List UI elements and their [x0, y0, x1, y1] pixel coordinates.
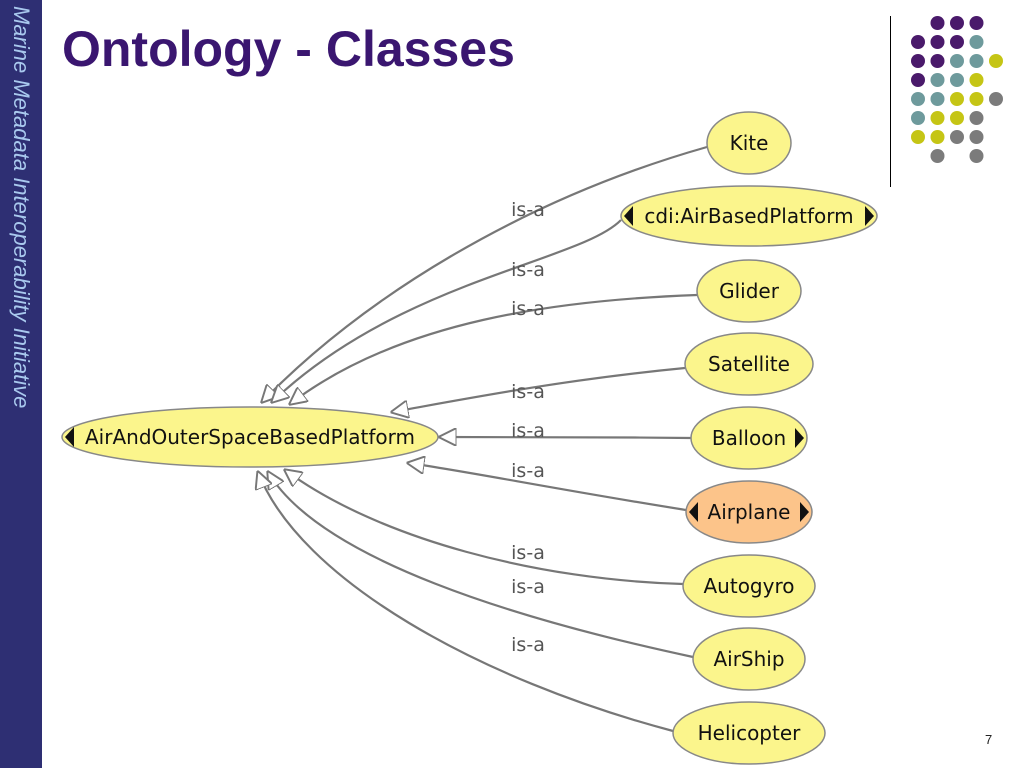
node-ellipse[interactable] [672, 701, 826, 765]
node-label: Autogyro [704, 574, 795, 598]
decorative-dot [911, 111, 925, 125]
node-ellipse[interactable] [682, 554, 816, 618]
decorative-dot [930, 149, 945, 163]
decorative-dot [930, 92, 945, 106]
is-a-edge [272, 219, 622, 402]
node-ellipse[interactable] [690, 406, 808, 470]
decorative-dot [930, 16, 945, 30]
edge-label: is-a [511, 460, 545, 482]
node-label: AirShip [713, 647, 784, 671]
decorative-dot [930, 54, 945, 68]
node-ellipse[interactable] [685, 480, 813, 544]
decorative-dot [930, 73, 945, 87]
node-label: Helicopter [698, 721, 802, 745]
edges: is-a is-a is-a is-a is-a is-a is-a is-a is-a [258, 145, 708, 733]
divider-line [890, 16, 891, 187]
decorative-dot [950, 111, 964, 125]
node-kite[interactable]: Kite [706, 111, 792, 175]
is-a-edge [290, 293, 698, 404]
expand-left-icon[interactable] [624, 206, 633, 226]
decorative-dot [911, 35, 925, 49]
node-label: Kite [730, 131, 769, 155]
node-satellite[interactable]: Satellite [684, 332, 814, 396]
is-a-edge [440, 437, 692, 438]
is-a-edge [258, 472, 674, 733]
node-balloon[interactable]: Balloon [690, 406, 808, 470]
decorative-dot [950, 35, 964, 49]
decorative-dot [911, 73, 925, 87]
decorative-dot [969, 35, 984, 49]
decorative-dot [969, 130, 984, 144]
expand-right-icon[interactable] [795, 428, 804, 448]
edge-label: is-a [511, 634, 545, 656]
node-label: Satellite [708, 352, 790, 376]
is-a-edge [408, 463, 687, 512]
root-node[interactable]: AirAndOuterSpaceBasedPlatform [61, 406, 439, 468]
node-airship[interactable]: AirShip [692, 627, 806, 691]
node-ellipse[interactable] [706, 111, 792, 175]
node-label: Airplane [708, 500, 791, 524]
slide-title: Ontology - Classes [62, 21, 515, 77]
is-a-edge [262, 145, 708, 402]
decorative-dot [969, 16, 984, 30]
decorative-dot [989, 54, 1003, 68]
node-autogyro[interactable]: Autogyro [682, 554, 816, 618]
is-a-edge [285, 470, 684, 586]
decorative-dot [950, 54, 964, 68]
expand-left-icon[interactable] [65, 427, 74, 447]
node-ellipse[interactable] [696, 259, 802, 323]
node-label: Glider [719, 279, 780, 303]
edge-label: is-a [511, 576, 545, 598]
expand-right-icon[interactable] [800, 502, 809, 522]
decorative-dot [911, 92, 925, 106]
decorative-dot [969, 149, 984, 163]
decorative-dot [930, 35, 945, 49]
node-airplane[interactable]: Airplane [685, 480, 813, 544]
node-ellipse[interactable] [61, 406, 439, 468]
decorative-dot-grid [911, 16, 1003, 163]
node-cdi-airbasedplatform[interactable]: cdi:AirBasedPlatform [620, 185, 878, 247]
decorative-dot [969, 54, 984, 68]
decorative-dot [950, 16, 964, 30]
decorative-dot [911, 130, 925, 144]
decorative-dot [950, 92, 964, 106]
edge-label: is-a [511, 259, 545, 281]
expand-left-icon[interactable] [689, 502, 698, 522]
node-ellipse[interactable] [620, 185, 878, 247]
node-helicopter[interactable]: Helicopter [672, 701, 826, 765]
edge-label: is-a [511, 420, 545, 442]
decorative-dot [950, 130, 964, 144]
node-label: cdi:AirBasedPlatform [644, 204, 853, 228]
decorative-dot [930, 111, 945, 125]
is-a-edge [268, 472, 694, 659]
decorative-dot [950, 73, 964, 87]
is-a-edge [392, 366, 686, 412]
node-glider[interactable]: Glider [696, 259, 802, 323]
nodes: AirAndOuterSpaceBasedPlatform Kite cdi:Air… [61, 111, 878, 765]
decorative-dot [969, 111, 984, 125]
decorative-dot [930, 130, 945, 144]
node-label: AirAndOuterSpaceBasedPlatform [85, 425, 415, 449]
edge-label: is-a [511, 199, 545, 221]
decorative-dot [911, 54, 925, 68]
node-ellipse[interactable] [692, 627, 806, 691]
edge-label: is-a [511, 298, 545, 320]
decorative-dot [989, 92, 1003, 106]
edge-label: is-a [511, 542, 545, 564]
decorative-dot [969, 73, 984, 87]
expand-right-icon[interactable] [865, 206, 874, 226]
node-ellipse[interactable] [684, 332, 814, 396]
page-number: 7 [985, 732, 993, 747]
sidebar-band: Marine Metadata Interoperability Initiat… [0, 0, 42, 768]
decorative-dot [969, 92, 984, 106]
node-label: Balloon [712, 426, 786, 450]
edge-label: is-a [511, 381, 545, 403]
